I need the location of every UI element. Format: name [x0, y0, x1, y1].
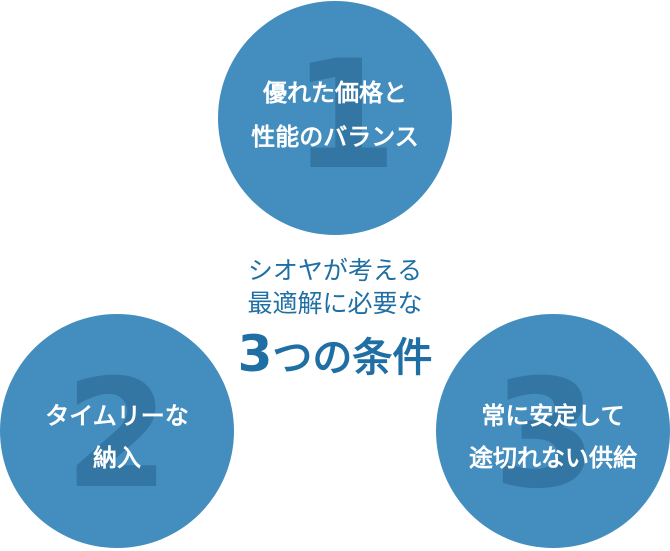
- condition-circle-3: 3 常に安定して 途切れない供給: [436, 314, 670, 548]
- center-title: 3つの条件: [180, 322, 490, 387]
- condition-number-3: 3: [492, 348, 598, 522]
- center-title-text: つの条件: [272, 335, 433, 381]
- center-subtitle-line-1: シオヤが考える: [247, 256, 423, 285]
- condition-circle-2: 2 タイムリーな 納入: [0, 314, 234, 548]
- center-title-number: 3: [237, 325, 273, 383]
- center-subtitle-line-2: 最適解に必要な: [247, 289, 423, 318]
- condition-label-3-line-2: 途切れない供給: [469, 444, 637, 472]
- condition-label-1-line-2: 性能のバランス: [251, 123, 419, 151]
- condition-label-2-line-1: タイムリーな: [45, 402, 189, 430]
- condition-circle-1: 1 優れた価格と 性能のバランス: [218, 1, 452, 235]
- condition-label-3: 常に安定して 途切れない供給: [436, 404, 670, 470]
- condition-label-1-line-1: 優れた価格と: [263, 79, 407, 107]
- condition-number-1: 1: [292, 29, 398, 203]
- condition-label-3-line-1: 常に安定して: [481, 402, 625, 430]
- condition-label-2-line-2: 納入: [93, 444, 141, 472]
- condition-label-1: 優れた価格と 性能のバランス: [218, 81, 452, 149]
- condition-number-2: 2: [64, 348, 170, 522]
- condition-label-2: タイムリーな 納入: [0, 404, 234, 470]
- center-heading: シオヤが考える 最適解に必要な 3つの条件: [180, 258, 490, 387]
